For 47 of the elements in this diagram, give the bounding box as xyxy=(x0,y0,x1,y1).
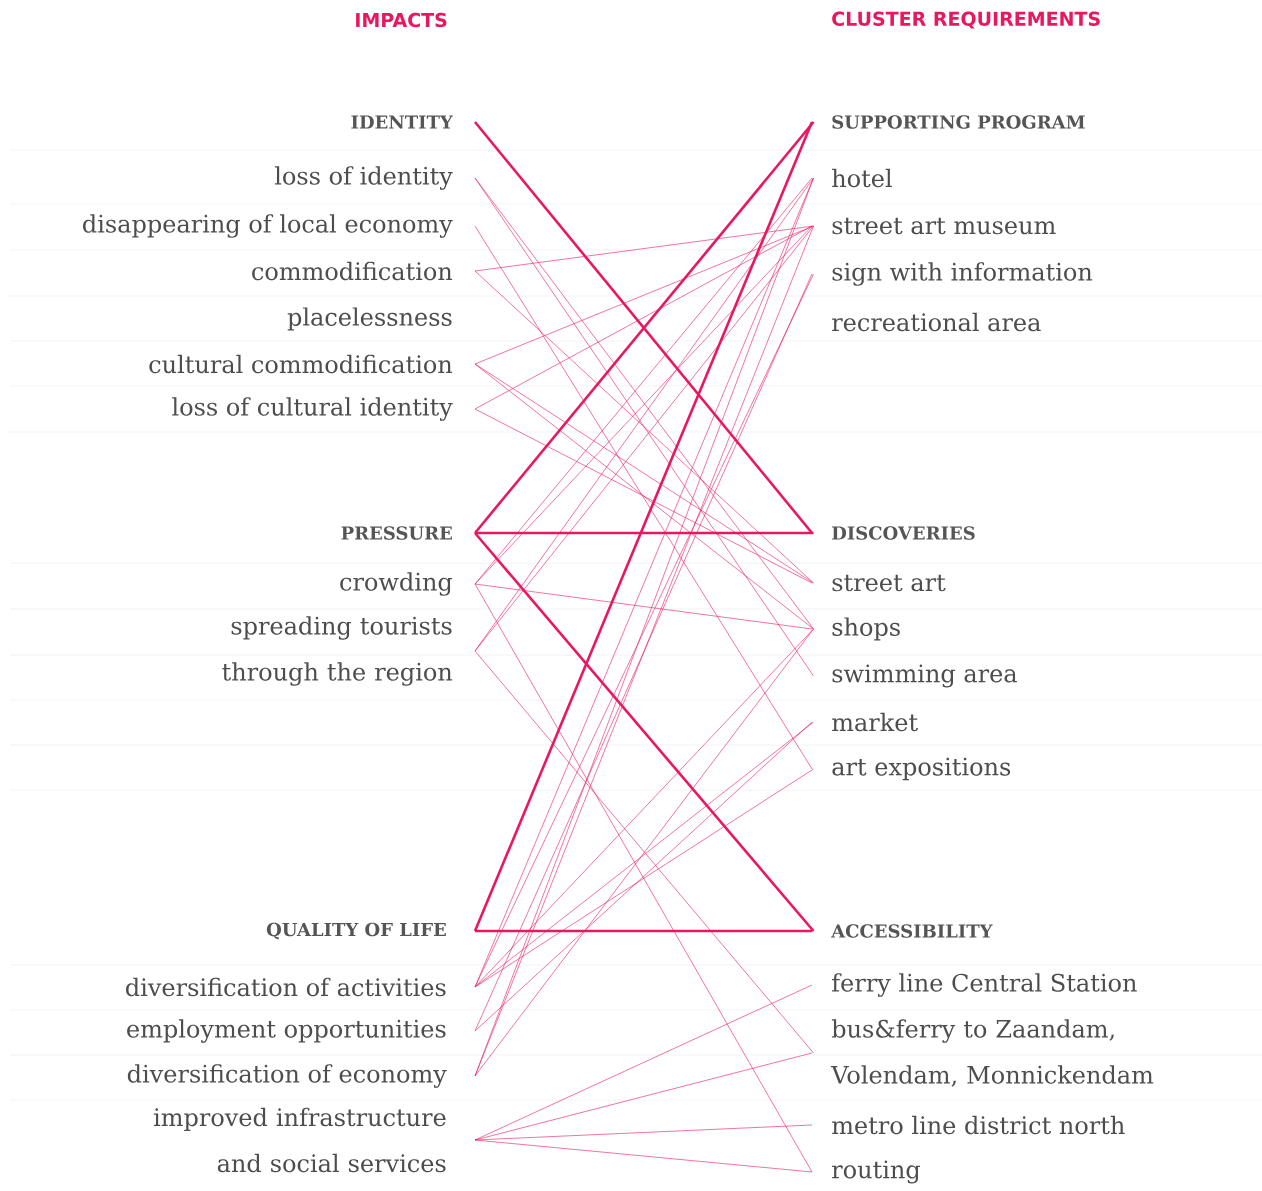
group-heading: PRESSURE xyxy=(341,526,452,540)
item-label: improved infrastructure and social services xyxy=(153,1107,446,1173)
item-label: spreading tourists through the region xyxy=(222,616,453,686)
column-heading: CLUSTER REQUIREMENTS xyxy=(832,11,1100,29)
connector-line xyxy=(475,929,812,933)
item-label: street art museum xyxy=(832,217,1056,235)
item-label: commodification xyxy=(252,261,453,281)
item-label: street art xyxy=(832,574,946,592)
group-heading: IDENTITY xyxy=(351,115,453,129)
item-label: loss of identity xyxy=(274,166,453,190)
connector-line xyxy=(474,583,813,630)
item-label: routing xyxy=(832,1160,920,1184)
connector-line xyxy=(474,363,814,630)
connector-line xyxy=(474,408,813,584)
item-label: swimming area xyxy=(832,664,1017,688)
item-label: disappearing of local economy xyxy=(83,214,453,238)
group-heading: QUALITY OF LIFE xyxy=(266,922,446,940)
connector-line xyxy=(474,628,814,988)
group-heading: DISCOVERIES xyxy=(832,526,975,540)
connector-line xyxy=(474,1139,813,1173)
column-heading: IMPACTS xyxy=(356,12,447,28)
item-label: shops xyxy=(832,617,900,641)
item-label: diversification of activities xyxy=(126,977,446,997)
item-label: recreational area xyxy=(832,312,1041,332)
connector-line xyxy=(474,225,813,770)
item-label: art expositions xyxy=(832,757,1011,781)
item-label: hotel xyxy=(832,168,892,188)
item-label: placelessness xyxy=(287,307,452,331)
item-label: employment opportunities xyxy=(127,1019,446,1043)
item-label: cultural commodification xyxy=(149,354,453,374)
item-label: metro line district north xyxy=(832,1115,1125,1135)
connector-line xyxy=(474,583,813,1173)
connector-line xyxy=(474,984,813,1141)
connector-line xyxy=(474,225,813,410)
item-label: crowding xyxy=(340,572,453,596)
group-heading: SUPPORTING PROGRAM xyxy=(832,115,1085,129)
item-label: ferry line Central Station xyxy=(832,973,1137,997)
connector-line xyxy=(474,532,815,932)
item-label: sign with information xyxy=(832,262,1093,286)
connector-line xyxy=(474,768,814,988)
item-label: loss of cultural identity xyxy=(172,397,453,421)
item-label: market xyxy=(832,712,918,732)
connector-line xyxy=(474,225,814,272)
connector-line xyxy=(474,1124,813,1141)
item-label: diversification of economy xyxy=(127,1064,447,1088)
connector-line xyxy=(475,531,814,535)
group-heading: ACCESSIBILITY xyxy=(831,924,993,938)
